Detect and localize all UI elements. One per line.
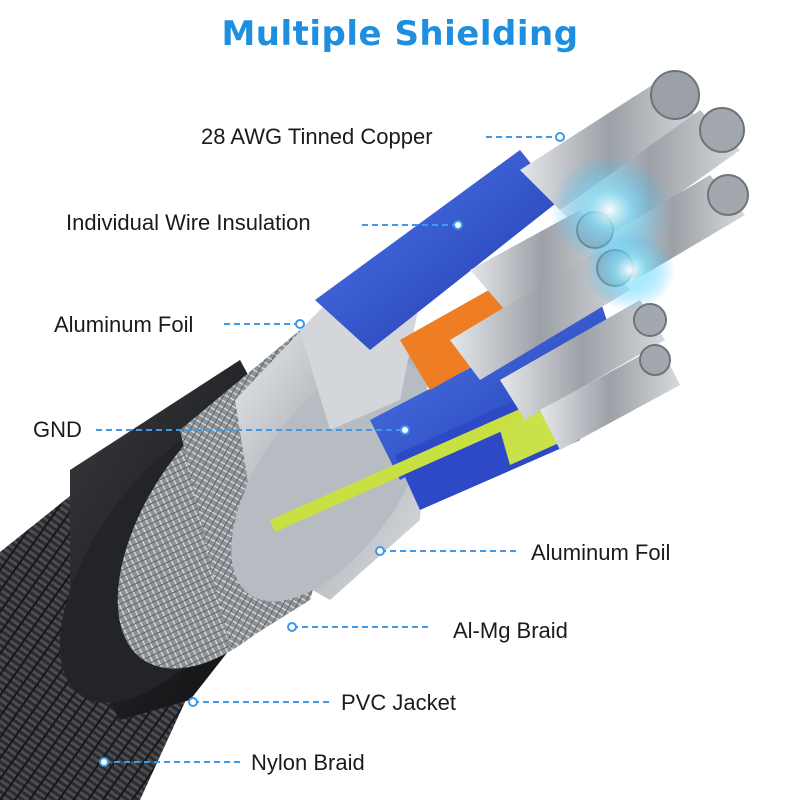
label-pvc-jacket: PVC Jacket (341, 690, 456, 715)
label-insulation: Individual Wire Insulation (66, 210, 311, 235)
label-gnd: GND (33, 417, 82, 442)
label-al-mg-braid: Al-Mg Braid (453, 618, 568, 643)
leader-dots (99, 132, 565, 767)
label-aluminum-foil-outer: Aluminum Foil (54, 312, 194, 337)
label-aluminum-foil-inner: Aluminum Foil (531, 540, 671, 565)
label-nylon-braid: Nylon Braid (251, 750, 365, 775)
label-copper: 28 AWG Tinned Copper (201, 124, 433, 149)
light-glow (550, 155, 675, 310)
page-title: Multiple Shielding (221, 14, 579, 54)
leader-lines (96, 136, 560, 763)
